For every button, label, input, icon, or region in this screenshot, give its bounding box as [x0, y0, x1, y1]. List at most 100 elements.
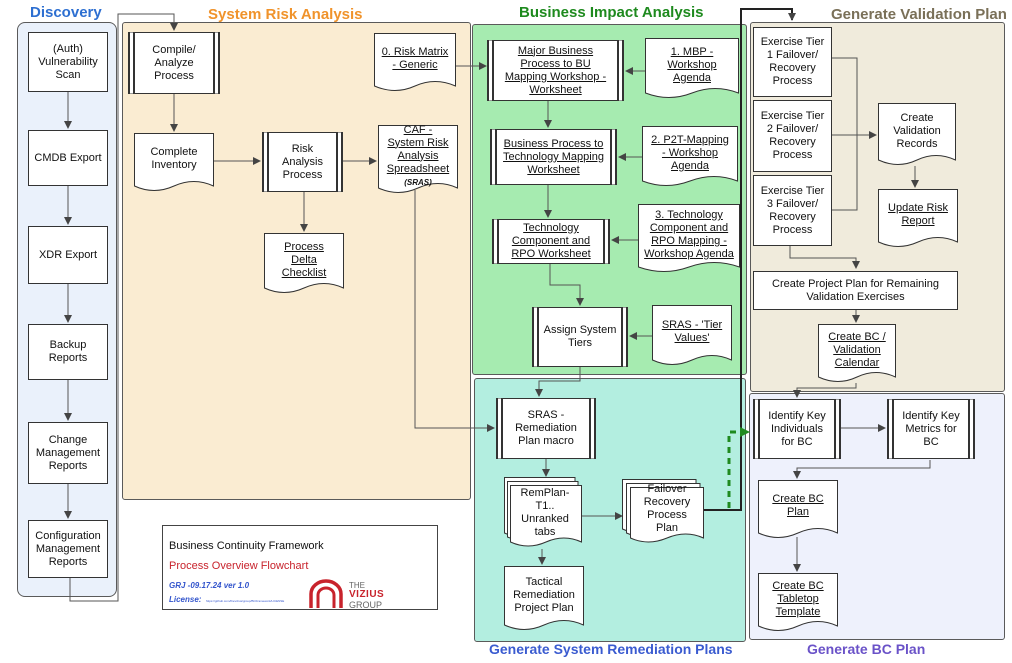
node-label: Configuration Management Reports	[35, 529, 101, 568]
node-label: Assign System Tiers	[543, 324, 617, 349]
failover-recovery-plan-document[interactable]: Failover Recovery Process Plan	[622, 479, 704, 545]
configuration-management-reports-process[interactable]: Configuration Management Reports	[28, 520, 108, 578]
create-bc-tabletop-document[interactable]: Create BC Tabletop Template	[758, 573, 838, 635]
major-bp-mapping-worksheet-process[interactable]: Major Business Process to BU Mapping Wor…	[487, 40, 624, 101]
node-label: Change Management Reports	[35, 433, 101, 472]
node-label: Risk Analysis Process	[282, 142, 323, 181]
auth-vulnerability-scan-process[interactable]: (Auth) Vulnerability Scan	[28, 32, 108, 92]
node-sublabel: (SRAS)	[404, 177, 432, 187]
create-bc-calendar-document[interactable]: Create BC / Validation Calendar	[818, 324, 896, 386]
node-label: Exercise Tier 1 Failover/ Recovery Proce…	[760, 36, 825, 87]
document-shape	[878, 103, 956, 165]
cmdb-export-process[interactable]: CMDB Export	[28, 130, 108, 186]
sras-remediation-macro-process[interactable]: SRAS - Remediation Plan macro	[496, 398, 596, 459]
node-label: Compile/ Analyze Process	[152, 43, 196, 82]
create-bc-plan-document[interactable]: Create BC Plan	[758, 480, 838, 542]
p2t-workshop-agenda-document[interactable]: 2. P2T-Mapping - Workshop Agenda	[642, 126, 738, 190]
node-label: Failover Recovery Process Plan	[643, 483, 691, 534]
process-delta-checklist-document[interactable]: Process Delta Checklist	[264, 233, 344, 297]
node-label: Complete Inventory	[150, 146, 198, 171]
node-label: 3. Technology Component and RPO Mapping …	[644, 209, 734, 260]
caf-sras-text: CAF - System Risk Analysis Spreadsheet (…	[378, 122, 458, 201]
backup-reports-process[interactable]: Backup Reports	[28, 324, 108, 380]
document-shape	[878, 189, 958, 247]
node-label: Exercise Tier 2 Failover/ Recovery Proce…	[760, 110, 825, 161]
node-label: Business Process to Technology Mapping W…	[503, 137, 604, 176]
tactical-remediation-plan-document[interactable]: Tactical Remediation Project Plan	[504, 566, 584, 634]
lane-title-discovery: Discovery	[30, 4, 102, 21]
risk-analysis-process[interactable]: Risk Analysis Process	[262, 132, 343, 192]
legend-title: Business Continuity Framework	[169, 540, 324, 552]
complete-inventory-document[interactable]: Complete Inventory	[134, 133, 214, 195]
compile-analyze-process[interactable]: Compile/ Analyze Process	[128, 32, 220, 94]
identify-key-individuals-process[interactable]: Identify Key Individuals for BC	[753, 399, 841, 459]
node-label: RemPlan-T1.. Unranked tabs	[520, 487, 570, 538]
node-label: CMDB Export	[34, 151, 102, 164]
caf-sras-document[interactable]: CAF - System Risk Analysis Spreadsheet (…	[378, 124, 458, 197]
logo-group: GROUP	[349, 600, 383, 610]
legend-version: GRJ -09.17.24 ver 1.0	[169, 581, 250, 590]
risk-matrix-document[interactable]: 0. Risk Matrix - Generic	[374, 33, 456, 95]
legend-license-row: License: https://github.com/thevizius/gr…	[169, 589, 284, 607]
identify-key-metrics-process[interactable]: Identify Key Metrics for BC	[887, 399, 975, 459]
node-label: CAF - System Risk Analysis Spreadsheet	[386, 123, 450, 175]
change-management-reports-process[interactable]: Change Management Reports	[28, 422, 108, 484]
lane-title-generate-validation-plan: Generate Validation Plan	[831, 6, 1007, 23]
lane-title-business-impact-analysis: Business Impact Analysis	[519, 4, 704, 21]
node-label: Process Delta Checklist	[281, 240, 327, 279]
node-label: XDR Export	[38, 248, 98, 261]
tech-rpo-workshop-agenda-document[interactable]: 3. Technology Component and RPO Mapping …	[638, 204, 740, 276]
node-label: 1. MBP - Workshop Agenda	[667, 45, 717, 84]
vizius-logo: THE VIZIUS GROUP	[301, 578, 431, 610]
node-label: Tactical Remediation Project Plan	[513, 575, 575, 614]
node-label: Identify Key Individuals for BC	[768, 409, 826, 448]
legend-license-link[interactable]: https://github.com/thevizius/group/BCFra…	[205, 599, 285, 603]
lane-title-generate-remediation-plans: Generate System Remediation Plans	[489, 641, 733, 657]
logo-the: THE	[349, 581, 365, 590]
document-shape	[652, 305, 732, 365]
mbp-workshop-agenda-document[interactable]: 1. MBP - Workshop Agenda	[645, 38, 739, 102]
node-label: Create BC Tabletop Template	[772, 579, 824, 618]
xdr-export-process[interactable]: XDR Export	[28, 226, 108, 284]
document-shape	[374, 33, 456, 91]
document-shape	[758, 573, 838, 631]
node-label: SRAS - Remediation Plan macro	[515, 409, 577, 447]
document-stack-shape	[504, 477, 582, 547]
sras-tier-values-document[interactable]: SRAS - 'Tier Values'	[652, 305, 732, 369]
node-label: Create Validation Records	[893, 111, 941, 150]
create-validation-records-document[interactable]: Create Validation Records	[878, 103, 956, 169]
update-risk-report-document[interactable]: Update Risk Report	[878, 189, 958, 251]
document-shape	[818, 324, 896, 382]
create-project-plan-process[interactable]: Create Project Plan for Remaining Valida…	[753, 271, 958, 310]
legend-subtitle: Process Overview Flowchart	[169, 560, 309, 572]
legend-license-label: License:	[169, 595, 202, 604]
document-shape	[645, 38, 739, 98]
bp-tech-mapping-worksheet-process[interactable]: Business Process to Technology Mapping W…	[490, 129, 617, 185]
node-label: Major Business Process to BU Mapping Wor…	[504, 44, 607, 96]
node-label: Identify Key Metrics for BC	[902, 409, 960, 448]
assign-system-tiers-process[interactable]: Assign System Tiers	[532, 307, 628, 367]
lane-title-generate-bc-plan: Generate BC Plan	[807, 641, 926, 657]
vizius-logo-mark-icon	[309, 579, 343, 608]
document-shape	[758, 480, 838, 538]
document-shape	[378, 125, 458, 193]
document-shape	[264, 233, 344, 293]
node-label: Create BC Plan	[772, 493, 824, 518]
remplan-tabs-document[interactable]: RemPlan-T1.. Unranked tabs	[504, 477, 582, 551]
node-label: Create BC / Validation Calendar	[828, 330, 886, 369]
document-shape	[134, 133, 214, 191]
node-label: Backup Reports	[48, 339, 88, 364]
exercise-tier2-process[interactable]: Exercise Tier 2 Failover/ Recovery Proce…	[753, 100, 832, 172]
node-label: Exercise Tier 3 Failover/ Recovery Proce…	[760, 184, 825, 236]
tech-rpo-worksheet-process[interactable]: Technology Component and RPO Worksheet	[492, 219, 610, 264]
node-label: (Auth) Vulnerability Scan	[38, 42, 98, 81]
node-label: SRAS - 'Tier Values'	[661, 319, 723, 344]
node-label: Create Project Plan for Remaining Valida…	[772, 277, 939, 303]
exercise-tier3-process[interactable]: Exercise Tier 3 Failover/ Recovery Proce…	[753, 175, 832, 246]
node-label: Update Risk Report	[888, 202, 948, 227]
exercise-tier1-process[interactable]: Exercise Tier 1 Failover/ Recovery Proce…	[753, 27, 832, 97]
document-shape	[504, 566, 584, 630]
legend-box: Business Continuity Framework Process Ov…	[162, 525, 438, 610]
node-label: 0. Risk Matrix - Generic	[381, 46, 449, 71]
document-shape	[642, 126, 738, 186]
